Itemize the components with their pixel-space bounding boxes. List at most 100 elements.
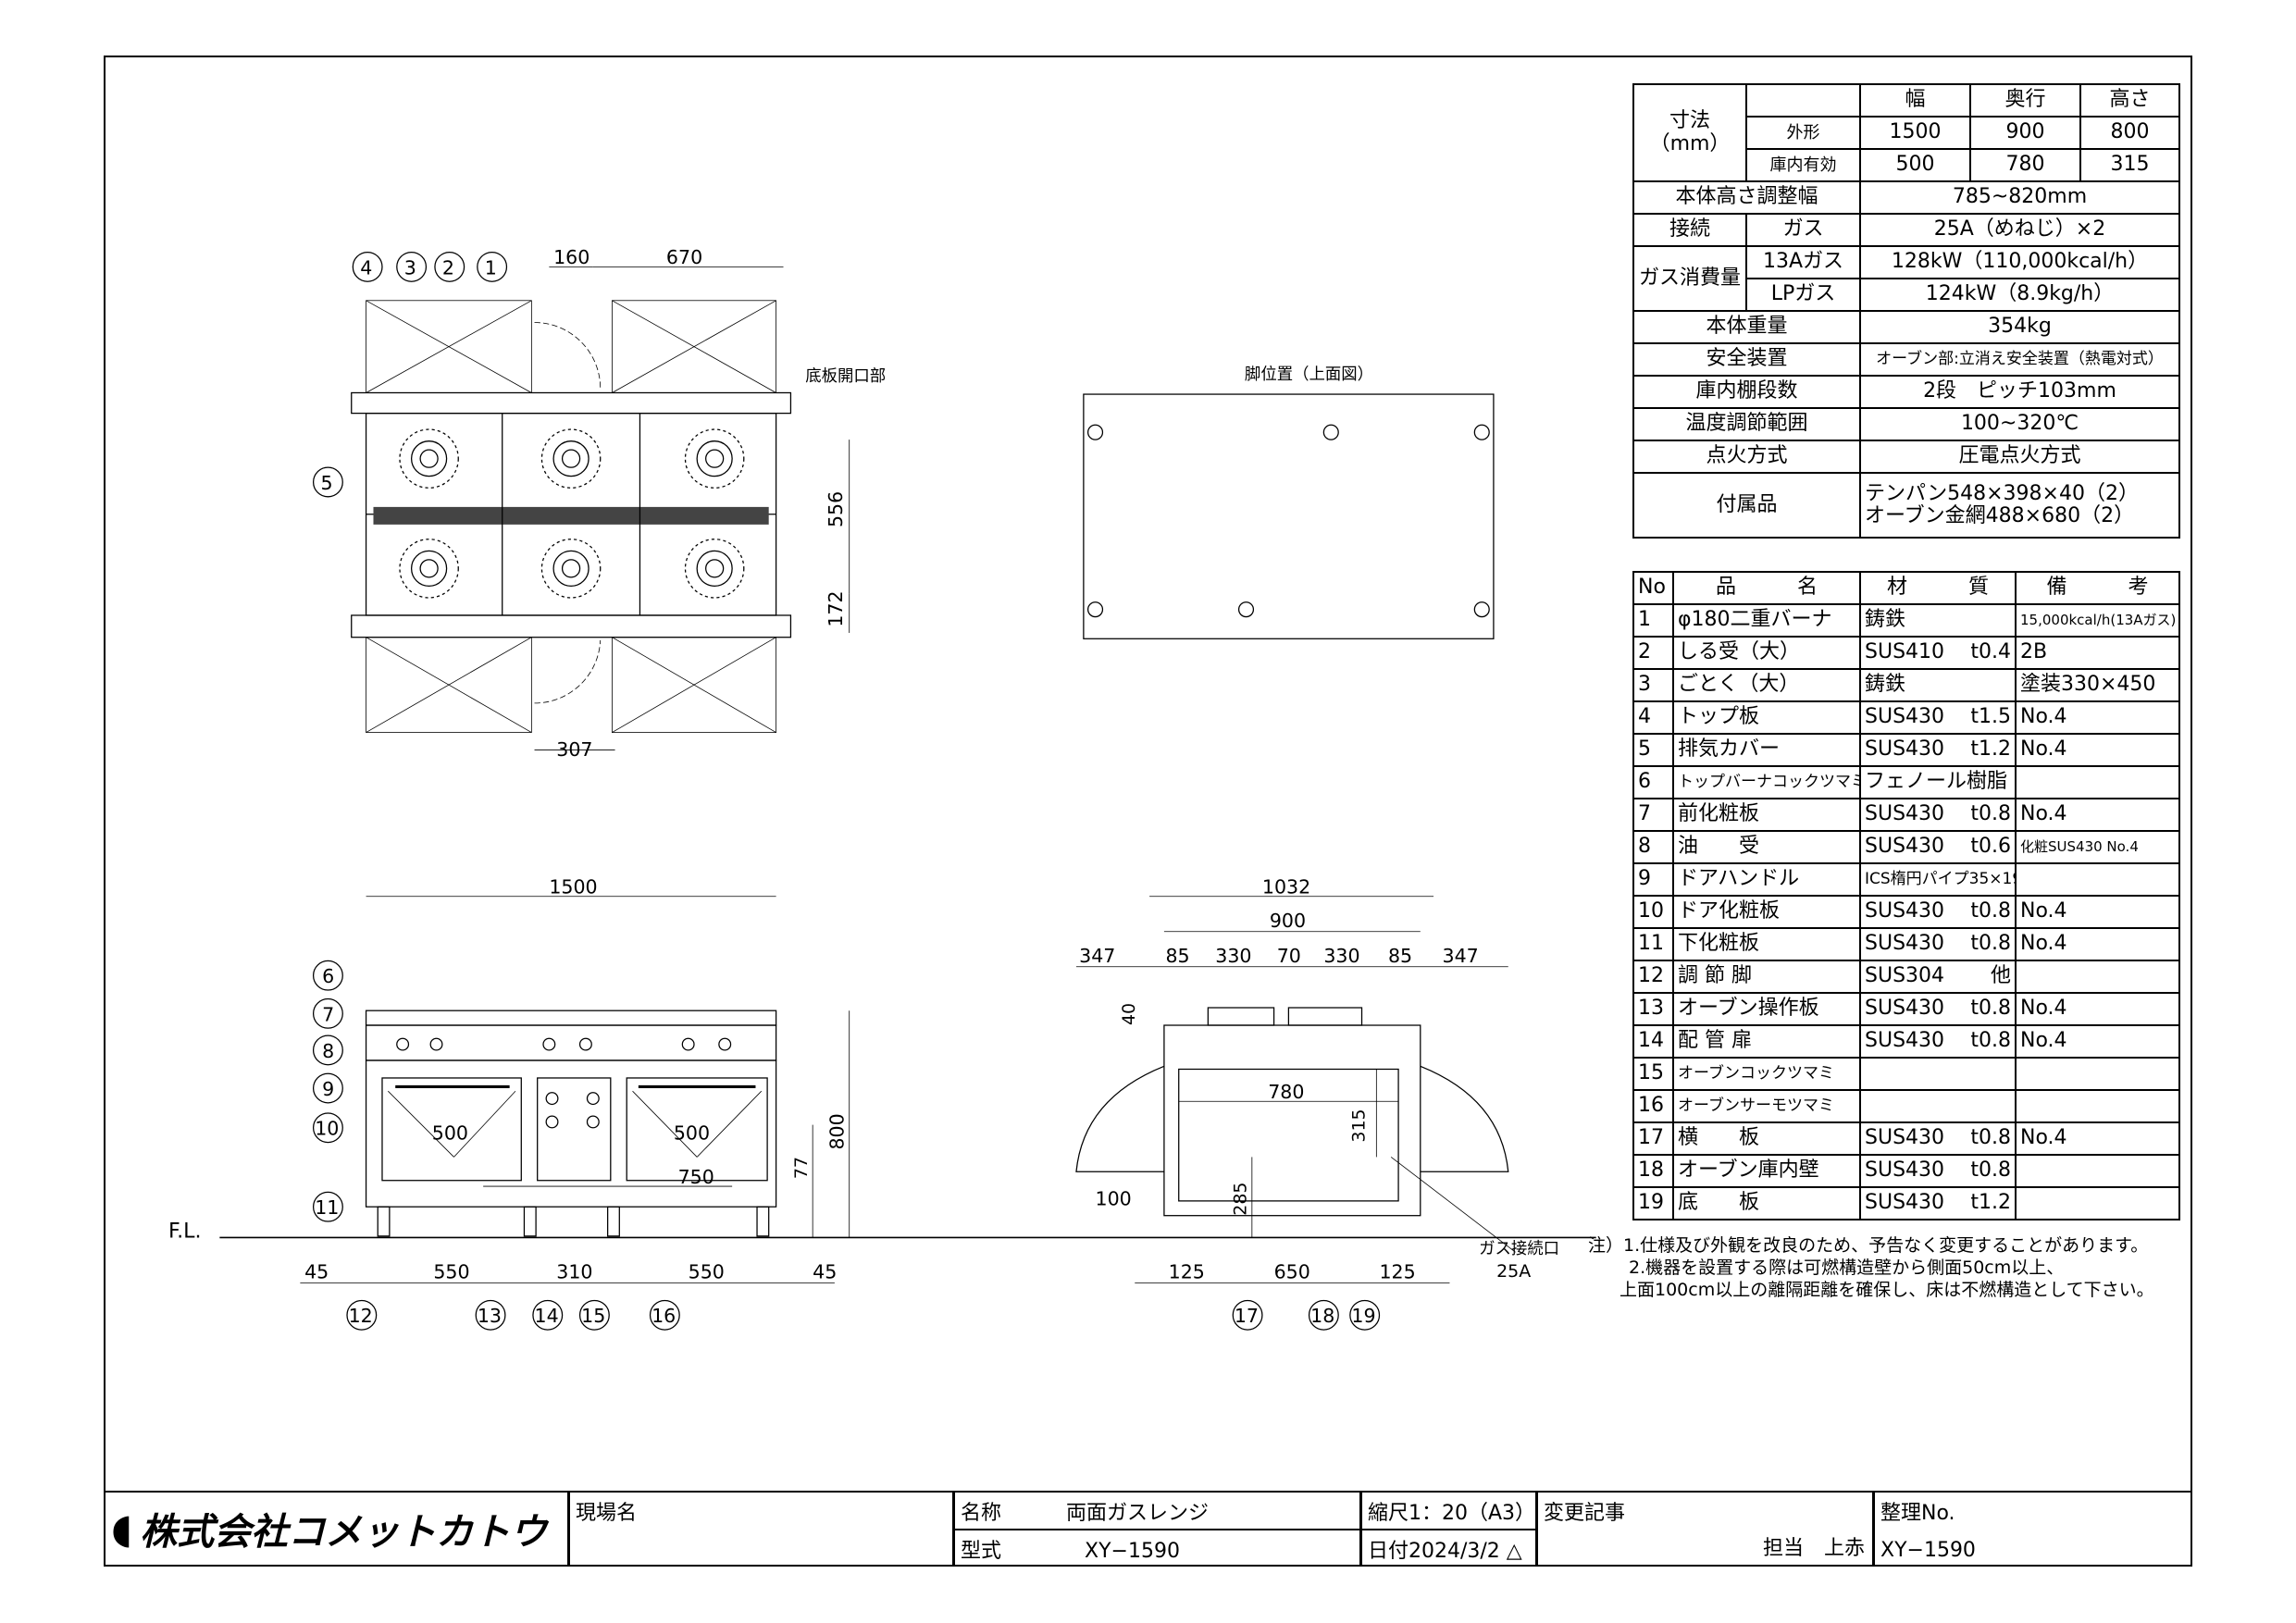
svg-text:85: 85 [1165,945,1189,967]
svg-text:8: 8 [322,1040,334,1062]
part-no: 5 [1632,733,1674,767]
part-name: 横 板 [1672,1121,1861,1156]
svg-text:11: 11 [315,1196,339,1219]
part-remark: 化粧SUS430 No.4 [2015,830,2180,864]
burner-grid [399,428,745,599]
svg-text:45: 45 [304,1261,329,1283]
part-name: 油 受 [1672,830,1861,864]
svg-text:800: 800 [825,1113,848,1149]
company-logo: ◖株式会社コメットカトウ [104,1491,569,1567]
part-remark: No.4 [2015,927,2180,961]
svg-text:77: 77 [791,1157,812,1179]
part-name: 前化粧板 [1672,798,1861,832]
part-remark [2015,1154,2180,1188]
svg-text:5: 5 [321,472,333,494]
part-no: 1 [1632,603,1674,638]
balloons-side: 17 18 19 [1232,1299,1381,1331]
svg-text:2: 2 [442,256,454,279]
svg-text:307: 307 [556,738,592,761]
svg-text:315: 315 [1349,1109,1370,1142]
part-material: ICS楕円パイプ35×19 [1859,862,2017,897]
svg-text:18: 18 [1310,1305,1334,1327]
part-remark [2015,1057,2180,1091]
part-remark: No.4 [2015,1024,2180,1059]
svg-text:900: 900 [1270,910,1306,932]
svg-text:ガス接続口: ガス接続口 [1479,1240,1559,1258]
svg-text:780: 780 [1268,1081,1304,1103]
svg-text:670: 670 [666,246,702,268]
part-name: トップ板 [1672,700,1861,735]
part-no: 6 [1632,765,1674,799]
part-remark: No.4 [2015,1121,2180,1156]
part-name: ドアハンドル [1672,862,1861,897]
part-remark: No.4 [2015,733,2180,767]
part-no: 14 [1632,1024,1674,1059]
svg-text:550: 550 [433,1261,469,1283]
svg-text:347: 347 [1079,945,1115,967]
part-remark: 15,000kcal/h(13Aガス) [2015,603,2180,638]
svg-text:7: 7 [322,1003,334,1025]
part-no: 4 [1632,700,1674,735]
balloons-top: 4 3 2 1 5 [312,251,508,498]
foot-position-view: 脚位置（上面図） [1083,365,1495,639]
svg-text:172: 172 [825,590,847,626]
svg-text:17: 17 [1235,1305,1259,1327]
svg-text:330: 330 [1215,945,1251,967]
part-no: 7 [1632,798,1674,832]
part-no: 13 [1632,992,1674,1026]
part-remark: 塗装330×450 [2015,668,2180,702]
svg-text:1500: 1500 [549,876,597,898]
svg-text:F.L.: F.L. [168,1219,202,1243]
svg-text:10: 10 [315,1118,339,1140]
svg-text:6: 6 [322,965,334,987]
svg-text:脚位置（上面図）: 脚位置（上面図） [1245,365,1373,384]
svg-text:25A: 25A [1496,1261,1531,1282]
part-no: 12 [1632,960,1674,994]
balloons-front: 6 7 8 9 10 11 12 13 14 15 16 [312,960,680,1331]
svg-text:500: 500 [432,1121,468,1144]
part-name: ごとく（大） [1672,668,1861,702]
part-remark [2015,1089,2180,1123]
svg-text:4: 4 [360,256,372,279]
part-no: 9 [1632,862,1674,897]
part-name: しる受（大） [1672,636,1861,670]
part-name: トップバーナコックツマミ [1672,765,1861,799]
svg-text:13: 13 [478,1305,502,1327]
svg-text:9: 9 [322,1078,334,1100]
top-view: 160 670 556 172 307 底板開口部 4 3 2 1 5 [312,246,886,761]
part-no: 16 [1632,1089,1674,1123]
part-no: 19 [1632,1186,1674,1220]
svg-text:19: 19 [1351,1305,1375,1327]
part-no: 11 [1632,927,1674,961]
part-name: 配 管 扉 [1672,1024,1861,1059]
side-view: 1032 900 347 85 330 70 330 85 347 40 780… [1075,876,1559,1331]
part-remark: 2B [2015,636,2180,670]
svg-text:500: 500 [674,1121,710,1144]
svg-text:125: 125 [1379,1261,1415,1283]
part-material: 鋳鉄 [1859,603,2017,638]
svg-text:16: 16 [652,1305,676,1327]
svg-text:3: 3 [404,256,416,279]
